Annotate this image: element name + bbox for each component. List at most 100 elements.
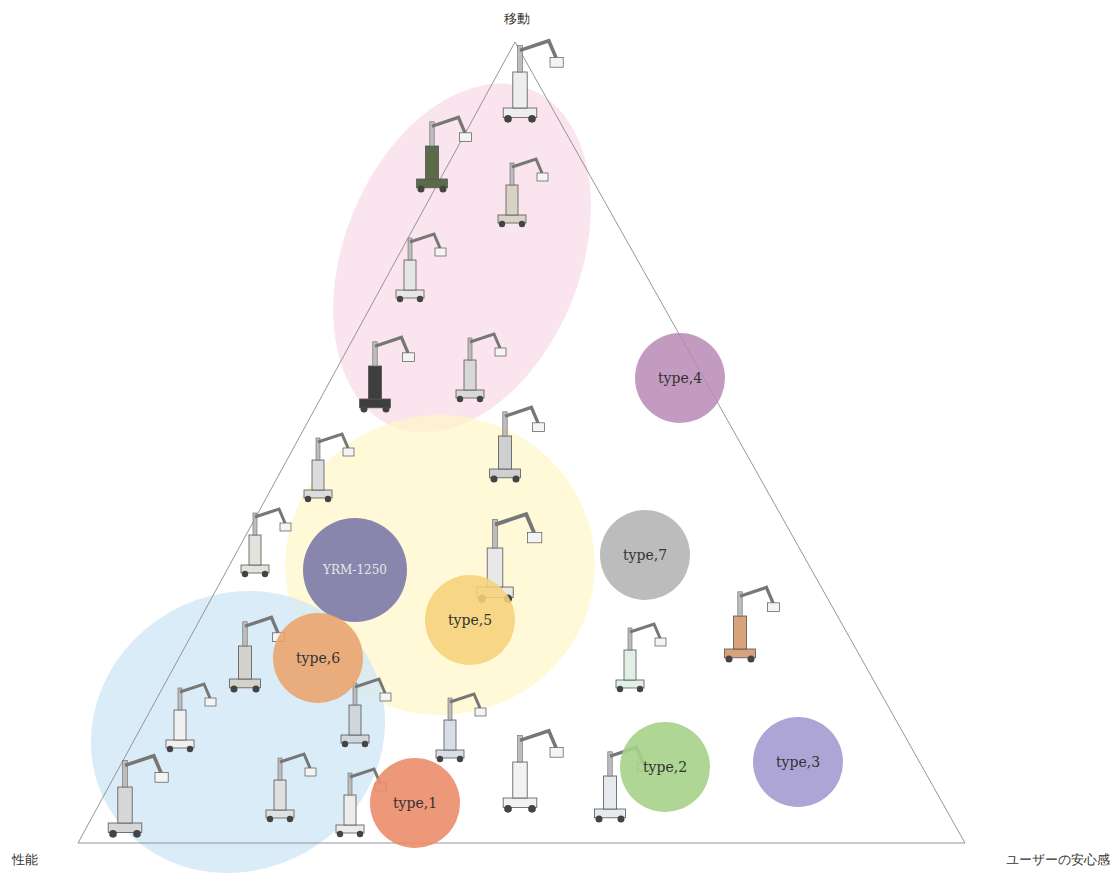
unit-body	[404, 260, 416, 290]
unit-wheel	[528, 115, 536, 123]
type-circle: type,3	[753, 717, 843, 807]
unit-wheel	[637, 686, 643, 692]
axis-label: 性能	[12, 851, 38, 869]
unit-body	[444, 720, 456, 750]
circle-fill	[753, 717, 843, 807]
circle-fill	[303, 518, 407, 622]
circle-text-holder: type,4	[635, 333, 725, 423]
unit-arm	[630, 624, 660, 638]
type-label: YRM-1250	[323, 563, 387, 577]
unit-wheel	[519, 221, 525, 227]
circle-fill	[635, 333, 725, 423]
type-circle: type,2	[620, 722, 710, 812]
xray-unit-photo	[417, 117, 472, 192]
circle-text-holder: type,7	[600, 510, 690, 600]
type-label: type,6	[296, 650, 340, 666]
type-circle: type,5	[425, 575, 515, 665]
tube-head	[533, 423, 545, 432]
circle-text-holder: type,1	[370, 758, 460, 848]
unit-body	[368, 366, 381, 399]
unit-arm	[505, 407, 538, 422]
unit-body	[624, 650, 636, 680]
unit-arm	[355, 679, 385, 693]
unit-body	[312, 460, 324, 490]
unit-arm	[245, 617, 278, 632]
circle-fill	[620, 722, 710, 812]
unit-wheel	[457, 396, 463, 402]
unit-wheel	[267, 816, 273, 822]
tube-head	[768, 603, 780, 612]
tube-head	[403, 353, 415, 362]
unit-arm	[470, 334, 500, 348]
unit-arm	[520, 41, 556, 58]
unit-wheel	[362, 741, 368, 747]
unit-body	[349, 705, 361, 735]
xray-unit-photo	[266, 754, 316, 822]
circle-fill	[370, 758, 460, 848]
tube-head	[550, 748, 563, 758]
xray-unit-photo	[108, 756, 168, 838]
type-label: type,3	[776, 754, 820, 770]
xray-unit-photo	[490, 407, 545, 482]
tube-head	[155, 773, 168, 783]
unit-wheel	[499, 221, 505, 227]
circle-fill	[425, 575, 515, 665]
unit-wheel	[595, 815, 602, 822]
xray-unit-photo	[166, 684, 216, 752]
xray-unit-photo	[396, 234, 446, 302]
unit-wheel	[417, 185, 424, 192]
unit-arm	[495, 514, 534, 532]
unit-wheel	[325, 496, 331, 502]
unit-wheel	[397, 296, 403, 302]
unit-arm	[180, 684, 210, 698]
unit-arm	[255, 509, 285, 523]
unit-wheel	[167, 746, 173, 752]
unit-wheel	[528, 805, 536, 813]
tube-head	[280, 523, 291, 531]
type-circle: type,4	[635, 333, 725, 423]
unit-wheel	[617, 686, 623, 692]
unit-body	[249, 535, 261, 565]
unit-wheel	[439, 185, 446, 192]
unit-body	[174, 710, 186, 740]
tube-head	[475, 708, 486, 716]
xray-unit-photo	[436, 694, 486, 762]
unit-body	[513, 762, 527, 798]
type-label: type,1	[393, 795, 437, 811]
circle-text-holder: type,5	[425, 575, 515, 665]
xray-unit-photo	[360, 337, 415, 412]
unit-wheel	[617, 815, 624, 822]
xray-unit-photo	[503, 731, 563, 813]
unit-wheel	[725, 655, 732, 662]
unit-wheel	[305, 496, 311, 502]
unit-wheel	[477, 396, 483, 402]
unit-wheel	[109, 830, 117, 838]
circle-fill	[273, 613, 363, 703]
type-label: type,5	[448, 612, 492, 628]
unit-wheel	[187, 746, 193, 752]
xray-unit-photo	[725, 587, 780, 662]
unit-wheel	[252, 685, 259, 692]
unit-body	[513, 72, 527, 108]
unit-arm	[432, 117, 465, 132]
unit-arm	[318, 434, 348, 448]
xray-unit-photo	[498, 159, 548, 227]
circle-text-holder: YRM-1250	[303, 518, 407, 622]
tube-head	[528, 532, 542, 542]
unit-arm	[450, 694, 480, 708]
circle-fill	[600, 510, 690, 600]
unit-body	[733, 616, 746, 649]
unit-body	[344, 795, 356, 825]
unit-arm	[375, 337, 408, 352]
unit-body	[425, 146, 438, 179]
unit-wheel	[242, 571, 248, 577]
circle-text-holder: type,2	[620, 722, 710, 812]
xray-unit-photo	[616, 624, 666, 692]
axis-label: 移動	[504, 10, 530, 28]
xray-unit-photo	[456, 334, 506, 402]
unit-wheel	[337, 831, 343, 837]
unit-wheel	[417, 296, 423, 302]
tube-head	[537, 173, 548, 181]
xray-unit-photo	[304, 434, 354, 502]
